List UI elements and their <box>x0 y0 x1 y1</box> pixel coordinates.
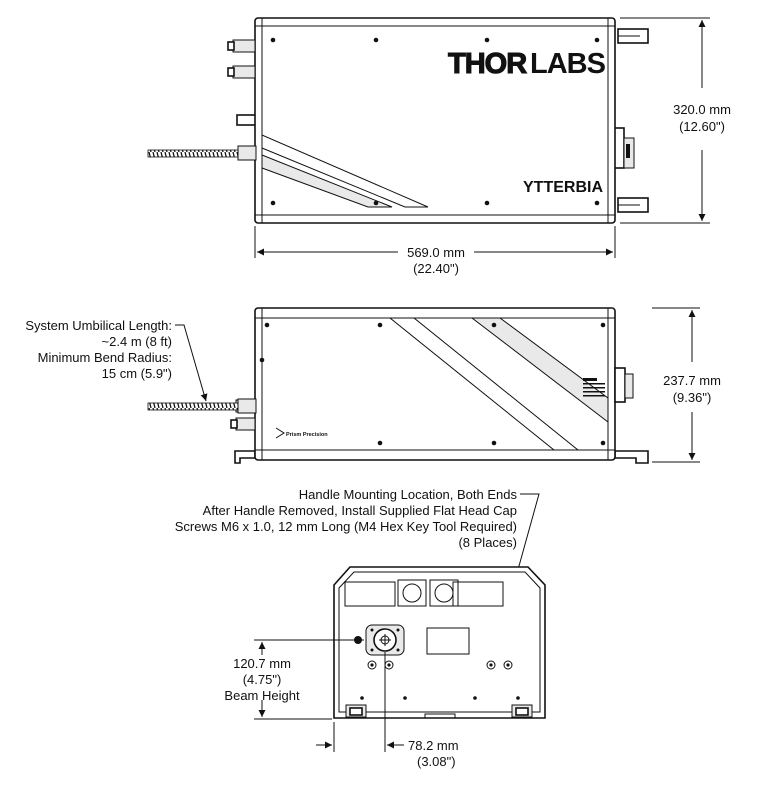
umbilical-length-value: ~2.4 m (8 ft) <box>102 334 172 349</box>
handle-note-line2: After Handle Removed, Install Supplied F… <box>203 503 517 518</box>
umbilical-length-label: System Umbilical Length: <box>25 318 172 333</box>
top-width-in: (22.40") <box>413 261 459 276</box>
top-height-dimension: 320.0 mm (12.60") <box>620 17 731 224</box>
handle-mounting-holes <box>367 660 513 670</box>
handle-note-line3: Screws M6 x 1.0, 12 mm Long (M4 Hex Key … <box>175 519 517 534</box>
product-name: YTTERBIA <box>523 179 603 196</box>
side-right-connector <box>614 367 634 403</box>
side-height-mm: 237.7 mm <box>663 373 721 388</box>
handle-mounting-note: Handle Mounting Location, Both Ends Afte… <box>175 487 540 657</box>
side-screws <box>259 322 606 446</box>
beam-height-label: Beam Height <box>224 688 300 703</box>
top-width-mm: 569.0 mm <box>407 245 465 260</box>
side-height-in: (9.36") <box>673 390 712 405</box>
logo-thor-text: THOR <box>448 48 527 80</box>
beam-height-in: (4.75") <box>243 672 282 687</box>
top-handle-right <box>617 28 649 213</box>
logo-labs-text: LABS <box>530 48 606 80</box>
top-view-body <box>254 17 616 224</box>
end-top-panels <box>344 579 504 607</box>
beam-output-port <box>365 624 405 656</box>
top-left-connectors <box>227 39 256 79</box>
end-bottom-screws <box>360 696 520 700</box>
end-view: Handle Mounting Location, Both Ends Afte… <box>175 487 546 769</box>
beam-height-mm: 120.7 mm <box>233 656 291 671</box>
side-label-plate <box>583 378 605 397</box>
bend-radius-value: 15 cm (5.9") <box>102 366 172 381</box>
end-view-body <box>333 566 546 719</box>
end-feet <box>345 704 533 719</box>
top-height-in: (12.60") <box>679 119 725 134</box>
handle-note-line1: Handle Mounting Location, Both Ends <box>299 487 518 502</box>
side-diagonal-stripe <box>388 317 580 451</box>
top-handle-left <box>236 114 258 126</box>
beam-offset-in: (3.08") <box>417 754 456 769</box>
top-view: THOR LABS YTTERBIA 320.0 mm (12.60") <box>147 17 731 276</box>
top-width-dimension: 569.0 mm (22.40") <box>254 226 616 276</box>
side-height-dimension: 237.7 mm (9.36") <box>652 307 721 463</box>
side-view: Prism Precision System Umbilical Length:… <box>25 307 721 464</box>
beam-height-dimension: 120.7 mm (4.75") Beam Height <box>224 639 364 720</box>
top-screws <box>270 37 600 206</box>
top-diagonal-stripe <box>261 134 429 208</box>
side-prism-logo: Prism Precision <box>275 427 328 439</box>
beam-offset-dimension: 78.2 mm (3.08") <box>316 652 459 769</box>
bend-radius-label: Minimum Bend Radius: <box>38 350 172 365</box>
handle-note-line4: (8 Places) <box>458 535 517 550</box>
beam-offset-mm: 78.2 mm <box>408 738 459 753</box>
side-logo-text: Prism Precision <box>286 432 328 438</box>
end-label-window <box>426 627 470 655</box>
top-right-connector <box>613 127 635 169</box>
thorlabs-logo: THOR LABS <box>447 47 606 80</box>
umbilical-note: System Umbilical Length: ~2.4 m (8 ft) M… <box>25 318 208 402</box>
top-height-mm: 320.0 mm <box>673 102 731 117</box>
top-umbilical-cable <box>147 145 257 161</box>
side-umbilical-cable <box>147 398 257 414</box>
